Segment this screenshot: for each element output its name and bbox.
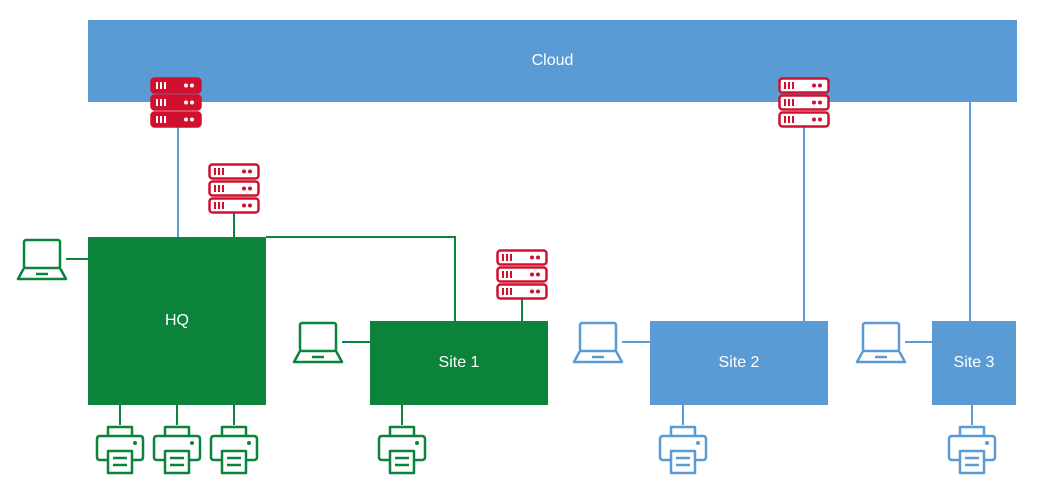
site2-box: Site 2: [650, 321, 828, 405]
server-icon: [208, 163, 260, 214]
site1-box: Site 1: [370, 321, 548, 405]
server-icon: [778, 77, 830, 128]
printer-icon: [947, 425, 997, 475]
site3-box: Site 3: [932, 321, 1016, 405]
hq-label: HQ: [165, 312, 189, 329]
server-icon: [150, 77, 202, 128]
site1-label: Site 1: [438, 354, 480, 371]
cloud-label: Cloud: [531, 52, 574, 69]
printer-icon: [152, 425, 202, 475]
cloud-box: Cloud: [88, 20, 1017, 102]
laptop-icon: [16, 238, 68, 281]
laptop-icon: [292, 321, 344, 364]
hq-site1-link: [266, 236, 456, 321]
site2-label: Site 2: [718, 354, 760, 371]
laptop-icon: [572, 321, 624, 364]
printer-icon: [658, 425, 708, 475]
printer-icon: [95, 425, 145, 475]
printer-icon: [209, 425, 259, 475]
laptop-icon: [855, 321, 907, 364]
hq-box: HQ: [88, 237, 266, 405]
printer-icon: [377, 425, 427, 475]
server-icon: [496, 249, 548, 300]
site3-label: Site 3: [953, 354, 995, 371]
